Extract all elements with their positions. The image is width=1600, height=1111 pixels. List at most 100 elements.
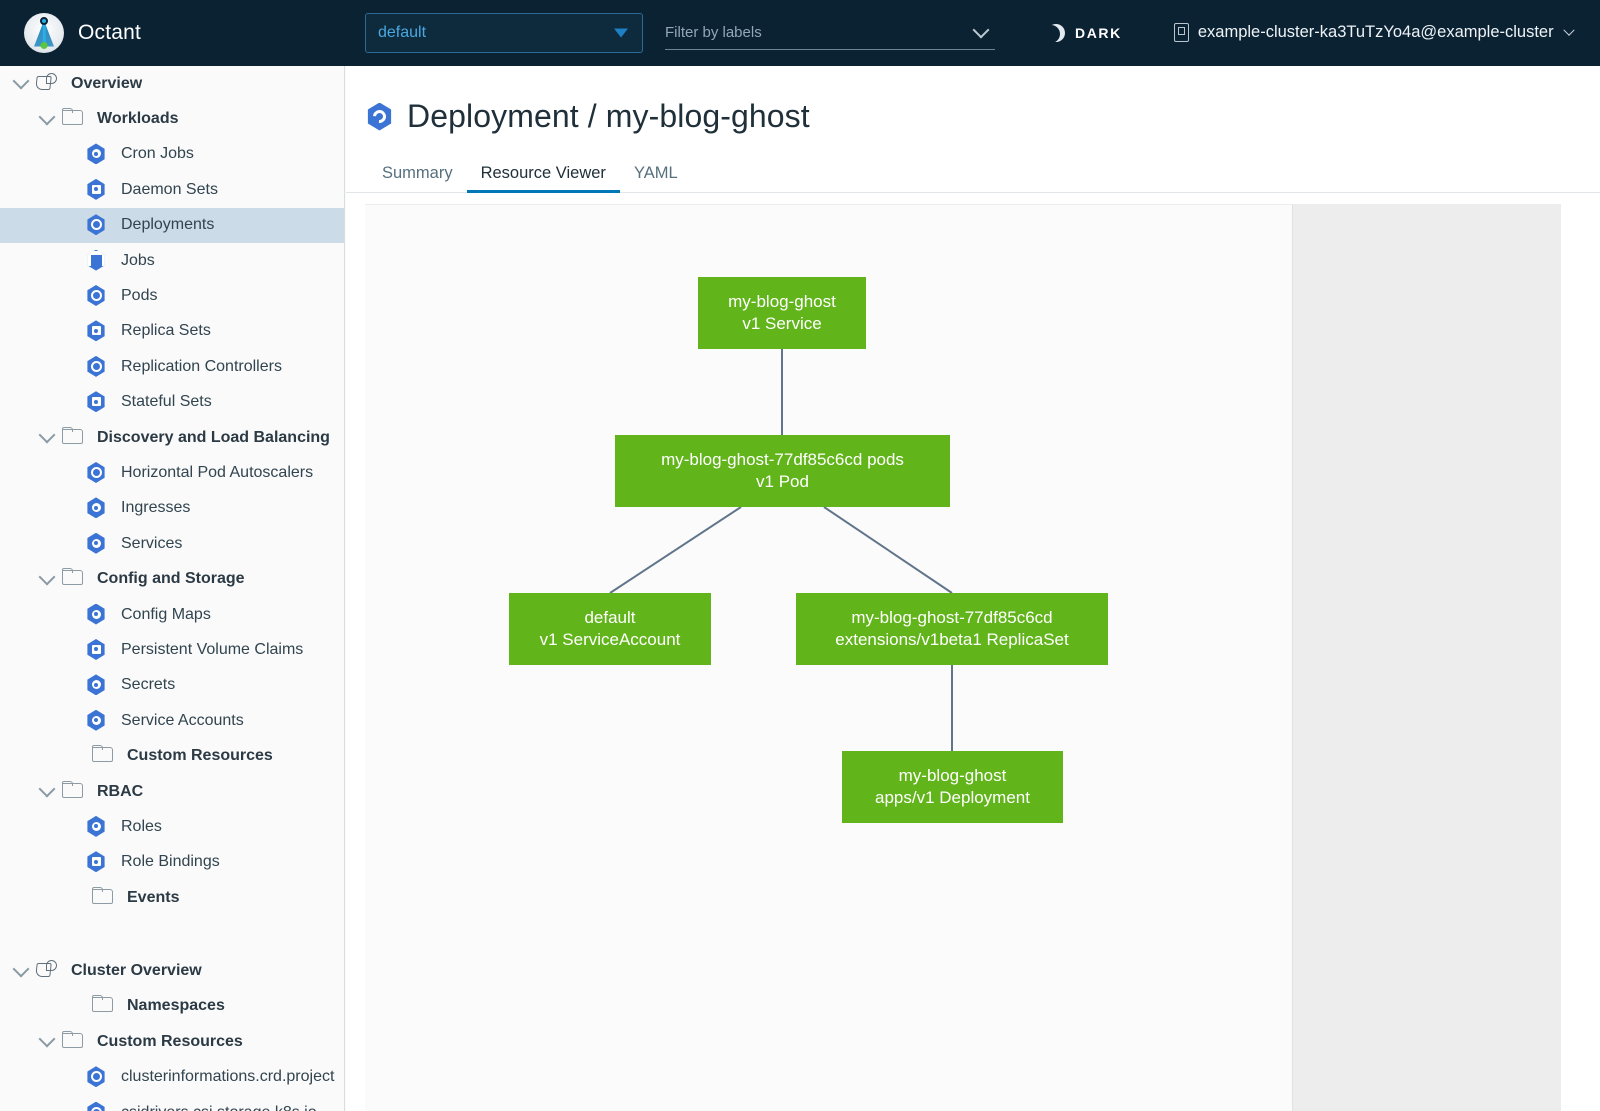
tab-summary[interactable]: Summary xyxy=(382,164,453,182)
ingress-icon xyxy=(86,497,112,519)
sidebar-item-replica-sets[interactable]: Replica Sets xyxy=(0,314,344,349)
theme-toggle[interactable]: DARK xyxy=(1047,24,1122,42)
sidebar-item-stateful-sets[interactable]: Stateful Sets xyxy=(0,385,344,420)
sidebar-item-replication-controllers[interactable]: Replication Controllers xyxy=(0,349,344,384)
sidebar-item-rbac[interactable]: RBAC xyxy=(0,774,344,809)
graph-node-name: my-blog-ghost xyxy=(898,766,1007,786)
replicaset-icon xyxy=(86,320,112,342)
overview-icon xyxy=(36,960,62,982)
sidebar-item-custom-resources[interactable]: Custom Resources xyxy=(0,738,344,773)
sidebar-item-label: RBAC xyxy=(97,782,144,800)
crd-icon xyxy=(86,1101,112,1111)
octant-logo-icon xyxy=(24,12,64,53)
sidebar-item-service-accounts[interactable]: Service Accounts xyxy=(0,703,344,738)
sidebar-item-horizontal-pod-autoscalers[interactable]: Horizontal Pod Autoscalers xyxy=(0,455,344,490)
moon-icon xyxy=(1047,24,1065,42)
brand[interactable]: Octant xyxy=(0,0,345,66)
chevron-down-icon[interactable] xyxy=(32,568,62,586)
sidebar-item-pods[interactable]: Pods xyxy=(0,278,344,313)
sidebar-item-label: Roles xyxy=(121,817,162,835)
brand-name: Octant xyxy=(78,20,142,44)
sidebar-item-label: csidrivers.csi.storage.k8s.io xyxy=(121,1104,317,1111)
graph-node-kind: v1 Service xyxy=(742,314,822,333)
graph-edge xyxy=(823,506,953,594)
chevron-down-icon[interactable] xyxy=(32,780,62,798)
sidebar-item-label: clusterinformations.crd.project xyxy=(121,1068,335,1086)
sidebar-item-label: Service Accounts xyxy=(121,711,244,729)
sidebar-item-custom-resources[interactable]: Custom Resources xyxy=(0,1024,344,1059)
tab-resource-viewer[interactable]: Resource Viewer xyxy=(466,164,621,193)
sidebar-item-label: Overview xyxy=(71,74,143,92)
sidebar-item-cron-jobs[interactable]: Cron Jobs xyxy=(0,137,344,172)
service-icon xyxy=(86,532,112,555)
sidebar-item-workloads[interactable]: Workloads xyxy=(0,101,344,136)
sidebar-item-daemon-sets[interactable]: Daemon Sets xyxy=(0,172,344,207)
chevron-down-icon xyxy=(1562,24,1575,36)
sidebar-item-config-maps[interactable]: Config Maps xyxy=(0,597,344,632)
graph-node-name: default xyxy=(584,608,636,628)
sidebar-item-namespaces[interactable]: Namespaces xyxy=(0,989,344,1024)
daemonset-icon xyxy=(86,178,112,201)
graph-node-kind: extensions/v1beta1 ReplicaSet xyxy=(835,630,1069,649)
sidebar-item-config-and-storage[interactable]: Config and Storage xyxy=(0,561,344,596)
theme-toggle-label: DARK xyxy=(1075,24,1122,41)
secret-icon xyxy=(86,674,112,696)
graph-node-serviceaccount[interactable]: default v1 ServiceAccount xyxy=(509,593,711,665)
graph-node-replicaset[interactable]: my-blog-ghost-77df85c6cd extensions/v1bet… xyxy=(796,593,1108,665)
sidebar-item-label: Config and Storage xyxy=(97,570,245,588)
chevron-down-icon[interactable] xyxy=(6,960,36,978)
sidebar-item-role-bindings[interactable]: Role Bindings xyxy=(0,845,344,880)
sidebar-item-clusterinformations-crd-project[interactable]: clusterinformations.crd.project xyxy=(0,1060,344,1095)
sidebar-item-csidrivers-csi-storage-k8s-io[interactable]: csidrivers.csi.storage.k8s.io xyxy=(0,1095,344,1111)
rolebinding-icon xyxy=(86,851,112,873)
graph-node-kind: v1 ServiceAccount xyxy=(539,630,681,649)
sidebar-item-events[interactable]: Events xyxy=(0,880,344,915)
sidebar-item-label: Discovery and Load Balancing xyxy=(97,428,330,446)
main-content: Deployment / my-blog-ghost Summary Resour… xyxy=(346,66,1600,1111)
namespace-select[interactable]: default xyxy=(365,12,643,53)
sidebar-item-roles[interactable]: Roles xyxy=(0,809,344,844)
tab-yaml[interactable]: YAML xyxy=(633,164,678,182)
cluster-select[interactable]: example-cluster-ka3TuTzYo4a@example-clus… xyxy=(1173,23,1575,42)
label-filter-input[interactable]: Filter by labels xyxy=(665,16,995,50)
sidebar-item-label: Ingresses xyxy=(121,499,191,517)
tab-bar[interactable]: Summary Resource Viewer YAML xyxy=(346,157,1600,193)
chevron-down-icon[interactable] xyxy=(32,1030,62,1048)
sidebar-item-secrets[interactable]: Secrets xyxy=(0,668,344,703)
chevron-down-icon[interactable] xyxy=(6,72,36,90)
cronjob-icon xyxy=(86,143,112,165)
chevron-down-icon[interactable] xyxy=(32,108,62,126)
sidebar-item-overview[interactable]: Overview xyxy=(0,66,344,101)
sidebar-item-label: Persistent Volume Claims xyxy=(121,640,304,658)
role-icon xyxy=(86,815,112,838)
page-title: Deployment / my-blog-ghost xyxy=(346,66,1600,135)
folder-icon xyxy=(92,995,118,1017)
sidebar-item-discovery-and-load-balancing[interactable]: Discovery and Load Balancing xyxy=(0,420,344,455)
hpa-icon xyxy=(86,461,112,484)
chevron-down-icon[interactable] xyxy=(32,426,62,444)
folder-icon xyxy=(62,427,88,449)
sidebar-item-ingresses[interactable]: Ingresses xyxy=(0,491,344,526)
app-header: Octant default Filter by labels DARK exa… xyxy=(0,0,1600,66)
folder-icon xyxy=(62,108,88,130)
sidebar-item-jobs[interactable]: Jobs xyxy=(0,243,344,278)
graph-node-name: my-blog-ghost-77df85c6cd pods xyxy=(661,450,904,470)
graph-node-name: my-blog-ghost-77df85c6cd xyxy=(851,608,1053,628)
replicationcontroller-icon xyxy=(86,355,112,378)
sidebar-item-label: Role Bindings xyxy=(121,853,220,871)
sidebar-item-cluster-overview[interactable]: Cluster Overview xyxy=(0,953,344,988)
serviceaccount-icon xyxy=(86,709,112,732)
sidebar-item-deployments[interactable]: Deployments xyxy=(0,207,344,243)
sidebar-item-persistent-volume-claims[interactable]: Persistent Volume Claims xyxy=(0,632,344,667)
sidebar-item-label: Namespaces xyxy=(127,997,225,1015)
sidebar-item-label: Daemon Sets xyxy=(121,180,218,198)
sidebar-item-label: Custom Resources xyxy=(97,1032,243,1050)
sidebar-item-services[interactable]: Services xyxy=(0,526,344,561)
sidebar-item-label: Horizontal Pod Autoscalers xyxy=(121,463,314,481)
